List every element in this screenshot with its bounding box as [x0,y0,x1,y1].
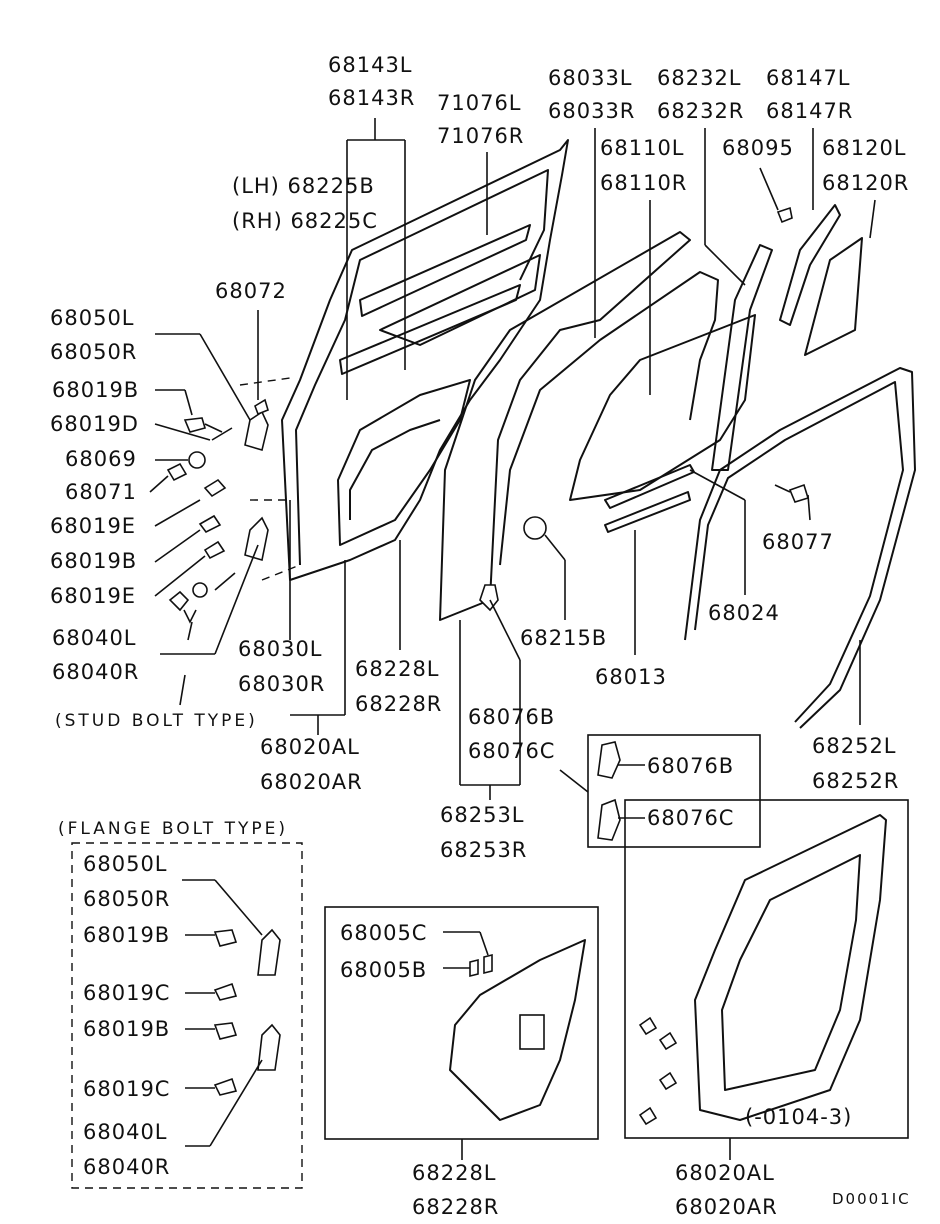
label-flange-68019C-b: 68019C [83,1077,170,1101]
label-68147R: 68147R [766,99,853,123]
label-68228R-b: 68228R [412,1195,499,1219]
label-68232L: 68232L [657,66,742,90]
label-flange-bolt-type: (FLANGE BOLT TYPE) [58,819,288,839]
label-68069: 68069 [65,447,137,471]
label-flange-68050R: 68050R [83,887,170,911]
label-68095: 68095 [722,136,794,160]
label-68072: 68072 [215,279,287,303]
label-68005C: 68005C [340,921,427,945]
label-71076L: 71076L [437,91,522,115]
label-68030L: 68030L [238,637,323,661]
label-68228R-a: 68228R [355,692,442,716]
label-68020AR-a: 68020AR [260,770,363,794]
window-glass-drawing [439,204,916,729]
label-flange-68019B-a: 68019B [83,923,170,947]
label-68120R: 68120R [822,171,909,195]
label-68143L: 68143L [328,53,413,77]
label-68005B: 68005B [340,958,427,982]
label-68019B-a: 68019B [52,378,139,402]
label-68253L: 68253L [440,803,525,827]
door-panel-drawing [239,139,569,581]
label-flange-68040R: 68040R [83,1155,170,1179]
label-date-range: (-0104-3) [745,1105,852,1129]
label-68076C-box: 68076C [647,806,734,830]
label-68143R: 68143R [328,86,415,110]
label-68147L: 68147L [766,66,851,90]
label-68110L: 68110L [600,136,685,160]
label-68120L: 68120L [822,136,907,160]
label-68020AL-b: 68020AL [675,1161,775,1185]
label-68232R: 68232R [657,99,744,123]
label-68252L: 68252L [812,734,897,758]
label-68019E-b: 68019E [50,584,136,608]
label-68076C: 68076C [468,739,555,763]
label-68050R: 68050R [50,340,137,364]
label-68225C: (RH) 68225C [232,209,378,233]
label-68019B-b: 68019B [50,549,137,573]
label-68020AL-a: 68020AL [260,735,360,759]
door-variant-box [624,799,909,1139]
label-68076B-box: 68076B [647,754,734,778]
leader-lines [149,118,876,1160]
label-68252R: 68252R [812,769,899,793]
label-flange-68050L: 68050L [83,852,168,876]
clip-detail-box [587,734,761,848]
label-68013: 68013 [595,665,667,689]
label-flange-68019C-a: 68019C [83,981,170,1005]
flange-bolt-box [71,842,303,1189]
label-flange-68019B-b: 68019B [83,1017,170,1041]
label-68228L-a: 68228L [355,657,440,681]
label-68253R: 68253R [440,838,527,862]
label-68071: 68071 [65,480,137,504]
label-68215B: 68215B [520,626,607,650]
label-68019E-a: 68019E [50,514,136,538]
part-labels: 68143L 68143R 71076L 71076R 68033L 68033… [50,53,911,1219]
label-68225B: (LH) 68225B [232,174,375,198]
label-68050L: 68050L [50,306,135,330]
label-flange-68040L: 68040L [83,1120,168,1144]
label-diagram-code: D0001IC [832,1190,911,1208]
label-68076B: 68076B [468,705,555,729]
label-68024: 68024 [708,601,780,625]
left-hardware-drawing [166,206,809,612]
label-stud-bolt-type: (STUD BOLT TYPE) [55,711,258,731]
label-68228L-b: 68228L [412,1161,497,1185]
label-68020AR-b: 68020AR [675,1195,778,1219]
label-68033L: 68033L [548,66,633,90]
label-68040R: 68040R [52,660,139,684]
label-68077: 68077 [762,530,834,554]
label-68019D: 68019D [50,412,139,436]
label-68030R: 68030R [238,672,325,696]
label-71076R: 71076R [437,124,524,148]
label-68033R: 68033R [548,99,635,123]
sealing-sheet-box [324,906,599,1140]
label-68110R: 68110R [600,171,687,195]
label-68040L: 68040L [52,626,137,650]
